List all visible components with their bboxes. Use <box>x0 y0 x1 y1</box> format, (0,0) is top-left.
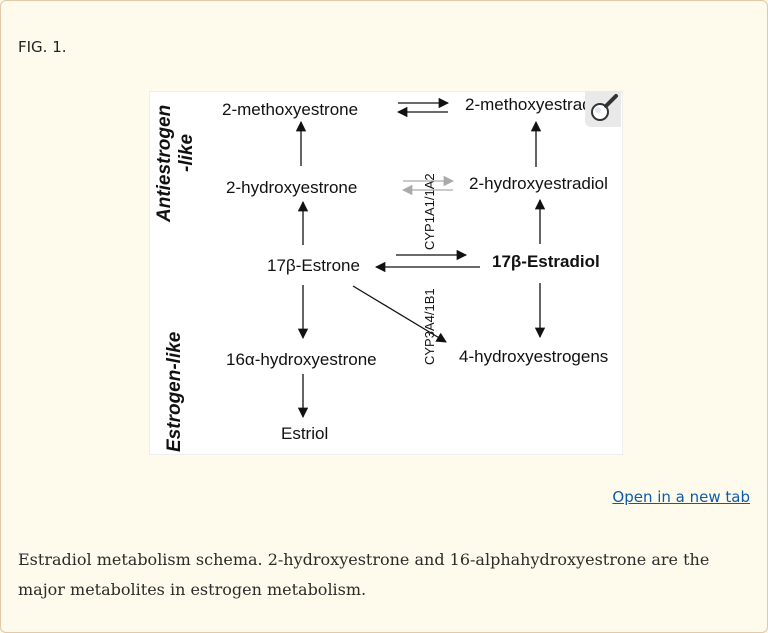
node-2-methoxyestradiol: 2-methoxyestradiol <box>465 95 609 114</box>
node-17b-estradiol: 17β-Estradiol <box>492 252 600 271</box>
diagram-svg: Antiestrogen -like Estrogen-like 2-metho… <box>154 95 609 452</box>
metabolism-diagram[interactable]: Antiestrogen -like Estrogen-like 2-metho… <box>149 91 623 455</box>
node-2-hydroxyestrone: 2-hydroxyestrone <box>226 178 357 197</box>
node-2-hydroxyestradiol: 2-hydroxyestradiol <box>469 174 608 193</box>
antiestrogen-label-line1: Antiestrogen <box>154 105 175 223</box>
figure-label: FIG. 1. <box>18 38 67 56</box>
node-4-hydroxyestrogens: 4-hydroxyestrogens <box>459 347 608 366</box>
enzyme-cyp1a: CYP1A1/1A2 <box>422 173 437 250</box>
estrogen-label: Estrogen-like <box>164 331 185 452</box>
antiestrogen-label-line2: -like <box>176 134 197 172</box>
enzyme-cyp3a: CYP3A4/1B1 <box>422 288 437 365</box>
node-estriol: Estriol <box>281 424 328 443</box>
figure-caption: Estradiol metabolism schema. 2-hydroxyes… <box>18 550 710 599</box>
node-2-methoxyestrone: 2-methoxyestrone <box>222 100 358 119</box>
node-16a-hydroxyestrone: 16α-hydroxyestrone <box>226 350 377 369</box>
arrow-estrone-to-4-hydroxyestrogens <box>352 285 447 343</box>
open-in-new-tab-link[interactable]: Open in a new tab <box>612 488 750 506</box>
node-17b-estrone: 17β-Estrone <box>267 256 360 275</box>
zoom-button[interactable] <box>585 91 621 127</box>
magnifier-icon <box>591 94 618 121</box>
